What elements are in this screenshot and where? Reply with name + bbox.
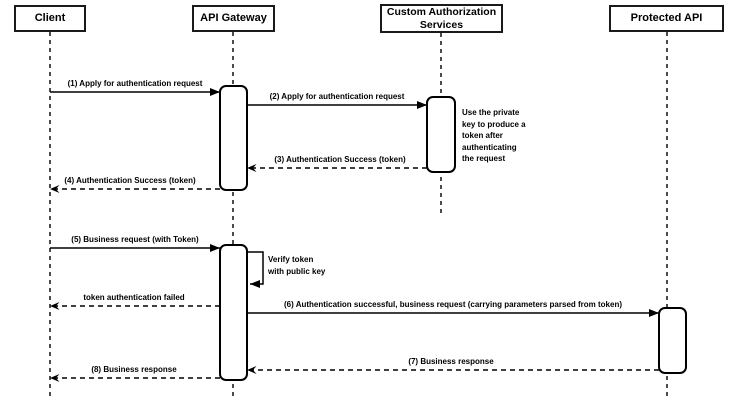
note-private-key: Use the private key to produce a token a… xyxy=(462,108,526,163)
message-label-7: (7) Business response xyxy=(408,357,494,366)
self-message-loop xyxy=(247,251,264,288)
actor-custom-authorization-services: Custom Authorization Services xyxy=(380,4,503,33)
message-label-1: (1) Apply for authentication request xyxy=(67,79,203,88)
message-label-6: (6) Authentication successful, business … xyxy=(283,300,623,309)
activation-api-gateway-2 xyxy=(219,244,248,381)
activation-api-gateway-1 xyxy=(219,85,248,191)
actor-api-gateway: API Gateway xyxy=(192,5,275,32)
actor-client: Client xyxy=(14,5,86,32)
message-label-5: (5) Business request (with Token) xyxy=(71,235,199,244)
self-message-label: Verify token with public key xyxy=(268,255,326,276)
message-label-4: (4) Authentication Success (token) xyxy=(64,176,196,185)
message-label-8: (8) Business response xyxy=(91,365,177,374)
actor-protected-api: Protected API xyxy=(609,5,724,32)
message-label-2: (2) Apply for authentication request xyxy=(269,92,405,101)
activation-custom-auth xyxy=(426,96,456,173)
message-label-3: (3) Authentication Success (token) xyxy=(274,155,406,164)
activation-protected-api xyxy=(658,307,687,374)
message-label-token-failed: token authentication failed xyxy=(83,293,185,302)
